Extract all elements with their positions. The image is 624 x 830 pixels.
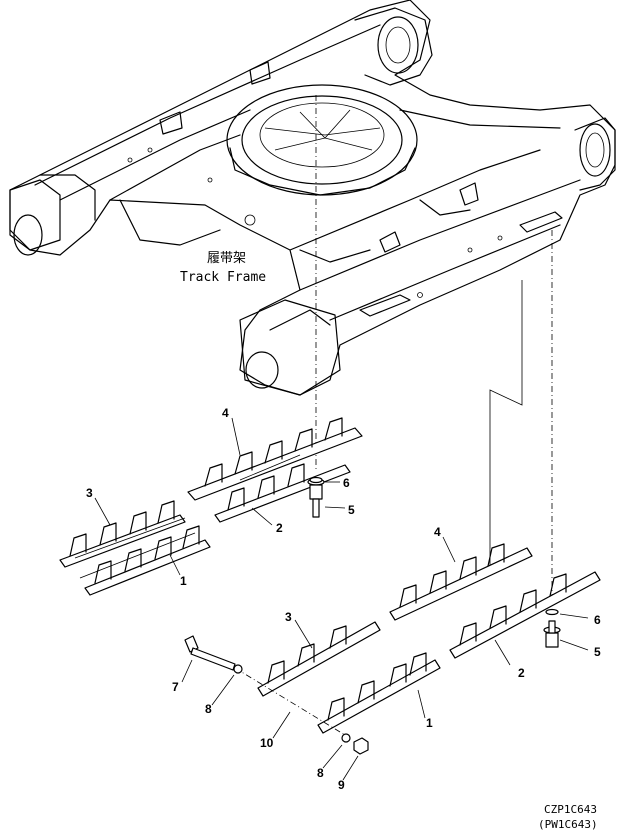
guard-strip-part-1-left [74, 517, 211, 596]
guard-strip-part-2-right [449, 571, 601, 659]
callout-10: 10 [260, 736, 274, 750]
guard-strip-part-3-bottom [257, 621, 381, 697]
nut-part-9 [353, 737, 369, 755]
track-frame-title-cn: 履带架 [207, 251, 246, 266]
callout-5-left: 5 [348, 503, 355, 517]
callout-2-right: 2 [518, 666, 525, 680]
callout-8-a: 8 [205, 702, 212, 716]
guard-strip-part-4-left [187, 417, 363, 501]
callout-7: 7 [172, 680, 179, 694]
track-frame-title-en: Track Frame [180, 270, 266, 285]
centerlines [315, 95, 553, 600]
long-bolt-part-7 [184, 635, 346, 736]
callout-1-left: 1 [180, 574, 187, 588]
callout-2-left: 2 [276, 521, 283, 535]
drawing-code-alt: (PW1C643) [538, 818, 598, 830]
callout-leaders [94, 417, 589, 781]
bolt-part-5-right [543, 620, 561, 648]
callout-3-left: 3 [86, 486, 93, 500]
callout-8-b: 8 [317, 766, 324, 780]
washer-part-6-right [545, 608, 559, 616]
callout-6-left: 6 [343, 476, 350, 490]
callout-6-right: 6 [594, 613, 601, 627]
callout-4-right: 4 [434, 525, 441, 539]
track-frame-drawing [9, 0, 616, 396]
callout-3-bottom: 3 [285, 610, 292, 624]
guard-strip-part-1-bottom [317, 652, 441, 734]
callout-5-right: 5 [594, 645, 601, 659]
callout-1-bottom: 1 [426, 716, 433, 730]
callout-4-left: 4 [222, 406, 229, 420]
washer-part-8-b [341, 733, 351, 743]
guard-strip-part-4-right [389, 543, 533, 621]
bolt-part-5-left [307, 478, 325, 518]
washer-part-8-a [233, 664, 243, 674]
washer-part-6-left [309, 476, 323, 484]
drawing-code: CZP1C643 [544, 803, 597, 816]
callout-9: 9 [338, 778, 345, 792]
